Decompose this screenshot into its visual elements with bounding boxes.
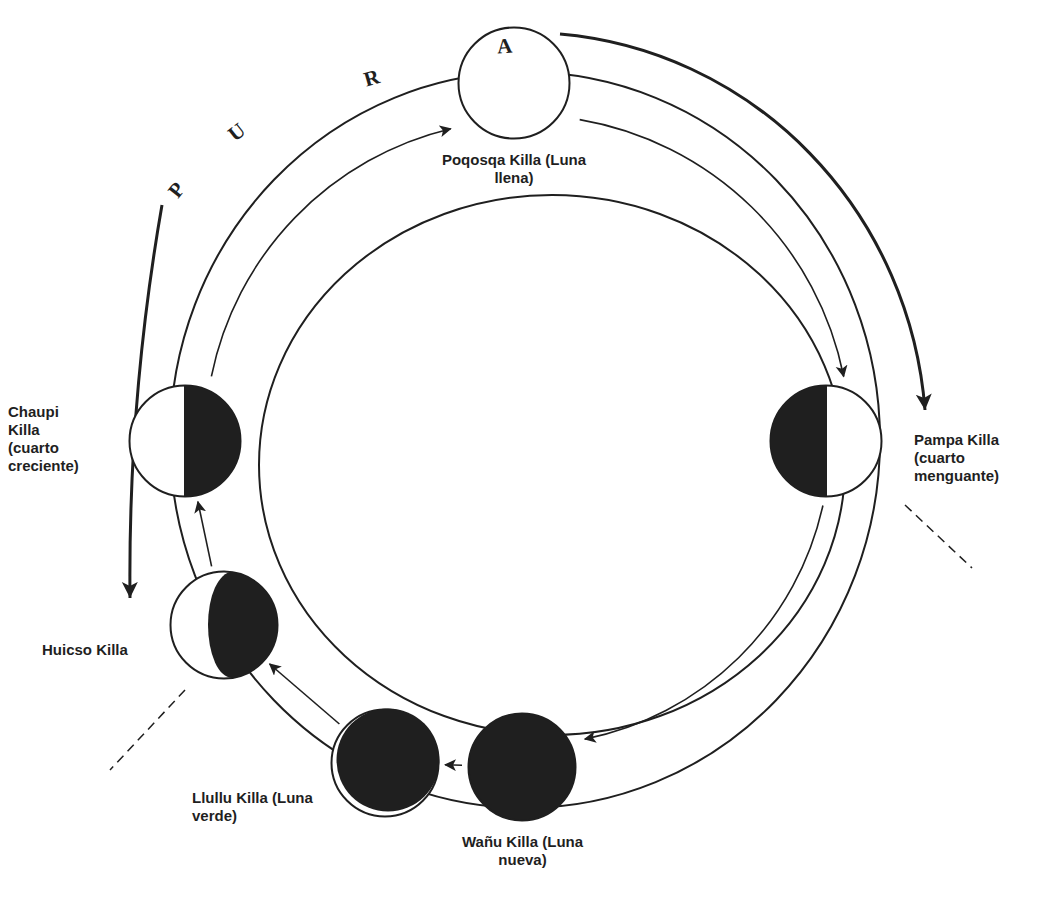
moon-node: Pampa Killa (cuarto menguante) bbox=[769, 384, 883, 498]
phase-label: Huicso Killa bbox=[40, 640, 165, 660]
moon-node: Poqosqa Killa (Luna llena) bbox=[457, 26, 571, 140]
phase-arrow bbox=[211, 129, 450, 377]
outer-ring bbox=[170, 72, 880, 808]
moon-phase bbox=[457, 26, 571, 140]
ring-letter: P bbox=[163, 178, 190, 203]
moon-terminator bbox=[184, 386, 186, 497]
phase-label: Wañu Killa (Luna nueva) bbox=[440, 832, 605, 870]
moon-shadow bbox=[771, 386, 827, 497]
phase-arrow bbox=[580, 120, 844, 377]
moon-node: Wañu Killa (Luna nueva) bbox=[467, 712, 577, 822]
phase-label: Chaupi Killa (cuarto creciente) bbox=[6, 402, 88, 476]
phase-arrow bbox=[585, 506, 823, 740]
pura-arc bbox=[560, 34, 925, 410]
dashed-divider bbox=[905, 505, 972, 568]
moon-phase bbox=[467, 712, 577, 822]
moon-shadow bbox=[185, 386, 241, 497]
moon-phase bbox=[330, 708, 440, 818]
moon-node: Huicso Killa bbox=[169, 570, 279, 680]
ring-letter: R bbox=[361, 64, 382, 91]
phase-label: Pampa Killa (cuarto menguante) bbox=[912, 430, 1037, 486]
dashed-divider bbox=[110, 690, 185, 770]
moon-phase bbox=[128, 384, 242, 498]
moon-disc bbox=[771, 386, 882, 497]
phase-arrow bbox=[198, 502, 212, 567]
moon-disc bbox=[469, 714, 576, 821]
moon-node: Chaupi Killa (cuarto creciente) bbox=[128, 384, 242, 498]
moon-shadow bbox=[208, 572, 278, 678]
moon-disc bbox=[332, 710, 439, 817]
phase-label: Llullu Killa (Luna verde) bbox=[190, 788, 328, 826]
ring-letter: U bbox=[223, 118, 250, 146]
moon-node: Llullu Killa (Luna verde) bbox=[330, 708, 440, 818]
phase-label: Poqosqa Killa (Luna llena) bbox=[434, 150, 594, 188]
moon-disc bbox=[459, 28, 570, 139]
moon-phase bbox=[169, 570, 279, 680]
moon-disc bbox=[171, 572, 278, 679]
ring-letter: A bbox=[496, 34, 513, 59]
moon-shadow bbox=[337, 709, 440, 812]
inner-ring bbox=[259, 195, 845, 735]
moon-terminator bbox=[825, 386, 827, 497]
moon-disc bbox=[130, 386, 241, 497]
phase-arrow bbox=[445, 764, 462, 766]
moon-phase bbox=[769, 384, 883, 498]
phase-arrow bbox=[270, 664, 340, 724]
